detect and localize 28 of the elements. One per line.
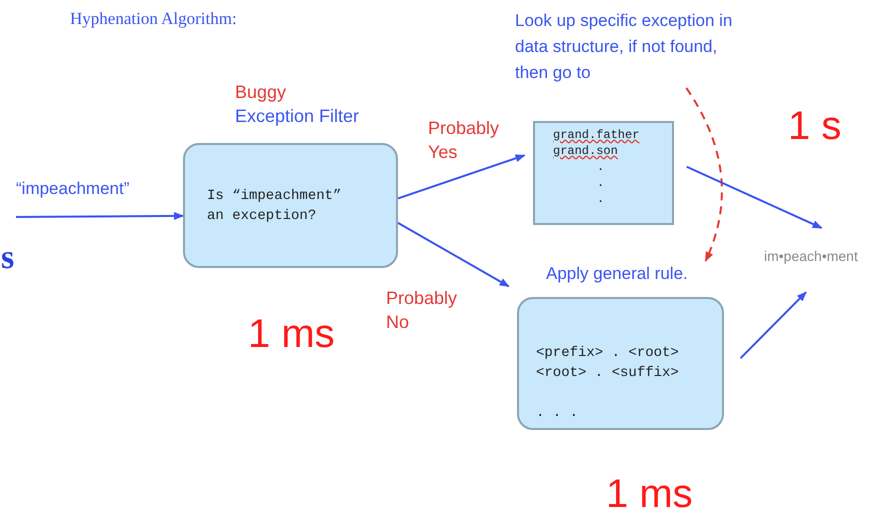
title: Hyphenation Algorithm: [70,8,237,30]
box-text: Is “impeachment” an exception? [207,186,342,226]
table-entry: grand.father [553,127,640,143]
annotation-text: Apply general rule. [546,263,689,285]
edge-label: Probably No [386,287,458,334]
box-heading: Buggy [235,81,288,104]
dashed-arrow [686,87,723,262]
table-entry: grand.son [553,143,619,159]
rule-text: <root> . <suffix> [536,364,680,383]
annotation-text: Look up specific exception in data structure, if not found, then go to [515,10,734,84]
rule-text: . . . [536,404,580,423]
arrow [398,222,510,288]
arrow [740,292,807,359]
arrow [16,212,184,220]
ellipsis-dot: . [596,191,606,207]
time-label: 1 ms [606,472,693,516]
ellipsis-dot: . [596,159,606,175]
arrow [398,154,526,200]
cut-off-letter: s [1,240,14,276]
arrow [686,166,822,229]
output-word: im•peach•ment [764,247,859,266]
ellipsis-dot: . [596,175,606,191]
edge-label: Probably Yes [428,117,500,164]
time-label: 1 ms [248,312,335,356]
box-heading: Exception Filter [235,105,360,128]
input-word: “impeachment” [16,178,130,200]
time-label: 1 s [788,104,842,148]
rule-text: <prefix> . <root> [536,344,680,363]
